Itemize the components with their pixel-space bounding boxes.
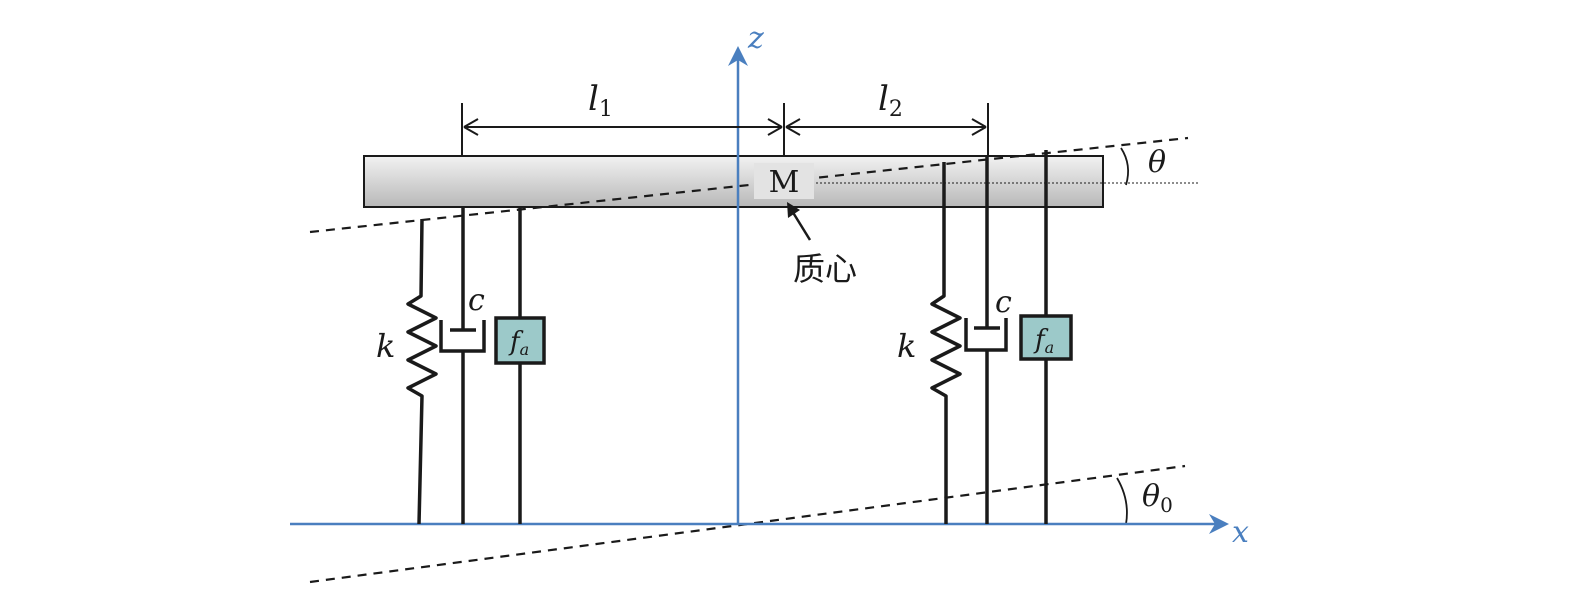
body-angle-label: θ bbox=[1148, 145, 1166, 180]
left-suspension: k c fa bbox=[376, 207, 546, 525]
ground-angle-label: θ0 bbox=[1142, 479, 1173, 517]
center-of-mass-arrowhead bbox=[787, 202, 800, 218]
l2-right-arrowhead bbox=[971, 118, 987, 136]
left-spring-label: k bbox=[376, 327, 395, 365]
body-angle-arc bbox=[1120, 147, 1130, 186]
ground-tilt-dashed-line bbox=[309, 464, 1186, 584]
right-spring-label: k bbox=[897, 327, 916, 365]
body-tilt-dashed-line bbox=[309, 136, 1189, 234]
z-axis-label: z bbox=[747, 21, 764, 56]
right-suspension: k c fa bbox=[897, 150, 1073, 524]
l1-right-arrowhead bbox=[767, 118, 783, 136]
x-axis-label: x bbox=[1232, 515, 1249, 550]
l2-label: l2 bbox=[878, 79, 903, 122]
vehicle-body bbox=[363, 155, 1104, 208]
ground-angle-arc bbox=[1116, 477, 1128, 525]
center-of-mass-label: 质心 bbox=[793, 250, 857, 288]
right-actuator-box bbox=[1019, 314, 1073, 361]
l2-left-arrowhead bbox=[785, 118, 801, 136]
l1-left-arrowhead bbox=[463, 118, 479, 136]
left-spring bbox=[406, 218, 438, 525]
left-damper-label: c bbox=[468, 283, 485, 318]
l1-label: l1 bbox=[588, 79, 613, 122]
mass-label: M bbox=[769, 165, 800, 200]
right-spring bbox=[930, 162, 962, 524]
mass-label-box bbox=[754, 163, 814, 199]
right-damper-label: c bbox=[995, 285, 1012, 320]
